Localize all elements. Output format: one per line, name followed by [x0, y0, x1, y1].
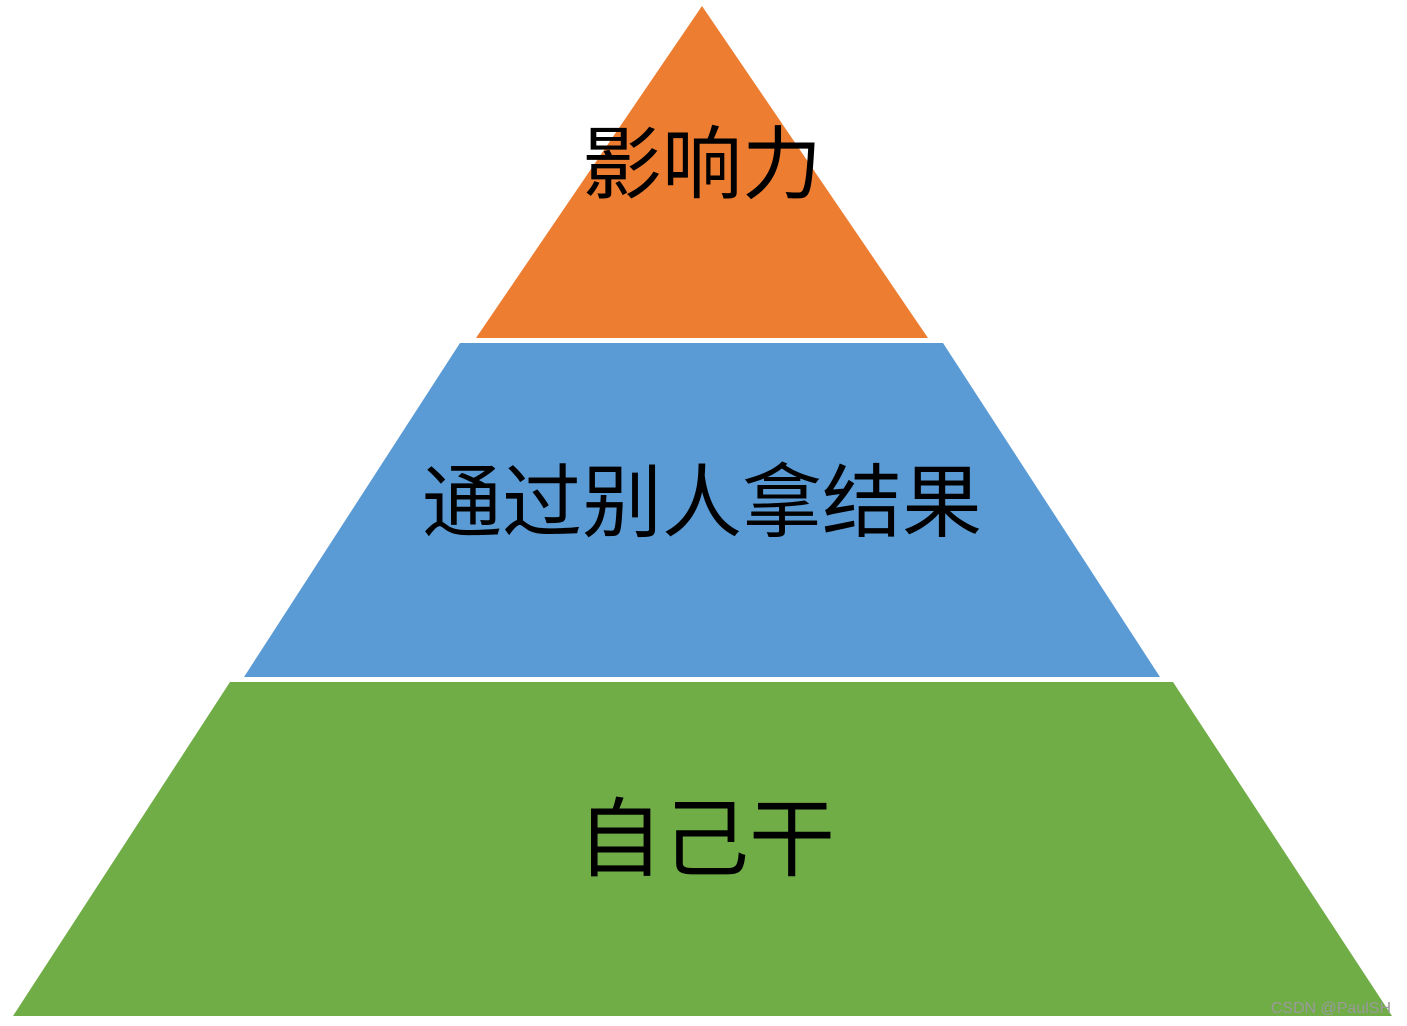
- tier-top: 影响力: [476, 6, 928, 338]
- tier-bottom: 自己干: [13, 682, 1392, 1016]
- tier-bottom-label: 自己干: [577, 790, 835, 890]
- tier-middle-shape: [244, 343, 1160, 677]
- watermark-text: CSDN @PaulSH: [1270, 1000, 1391, 1017]
- tier-top-label: 影响力: [582, 119, 822, 212]
- tier-middle: 通过别人拿结果: [244, 343, 1160, 677]
- tier-middle-label: 通过别人拿结果: [422, 457, 982, 550]
- tier-bottom-shape: [13, 682, 1392, 1016]
- tier-top-shape: [476, 6, 928, 338]
